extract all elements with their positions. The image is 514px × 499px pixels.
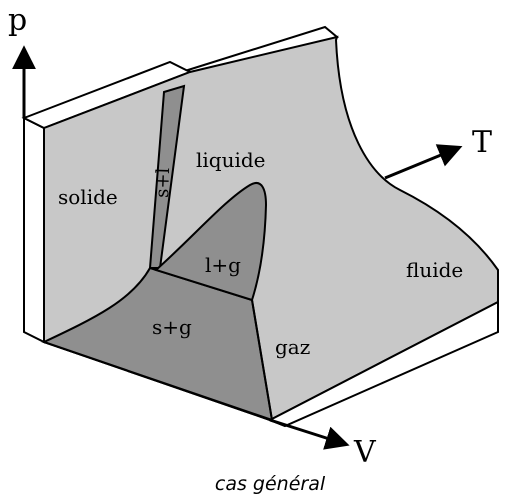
v-axis-label: V bbox=[353, 435, 377, 470]
t-axis-label: T bbox=[472, 125, 492, 160]
solid-gas-region bbox=[41, 266, 274, 422]
liquid-gas-dome bbox=[154, 182, 268, 302]
solide-label: solide bbox=[58, 185, 118, 209]
s-plus-g-label: s+g bbox=[152, 315, 192, 339]
left-side-face bbox=[23, 116, 45, 344]
l-plus-g-label: l+g bbox=[205, 253, 241, 277]
t-axis-arrow bbox=[384, 144, 463, 180]
s-plus-l-label: s+l bbox=[152, 167, 174, 198]
liquide-label: liquide bbox=[196, 148, 266, 172]
gas-boundary-line bbox=[251, 299, 273, 421]
p-axis-label: p bbox=[8, 3, 27, 38]
gaz-label: gaz bbox=[275, 335, 310, 359]
fluide-label: fluide bbox=[406, 258, 463, 282]
v-axis-arrow bbox=[269, 418, 350, 450]
caption: cas général bbox=[215, 473, 326, 495]
